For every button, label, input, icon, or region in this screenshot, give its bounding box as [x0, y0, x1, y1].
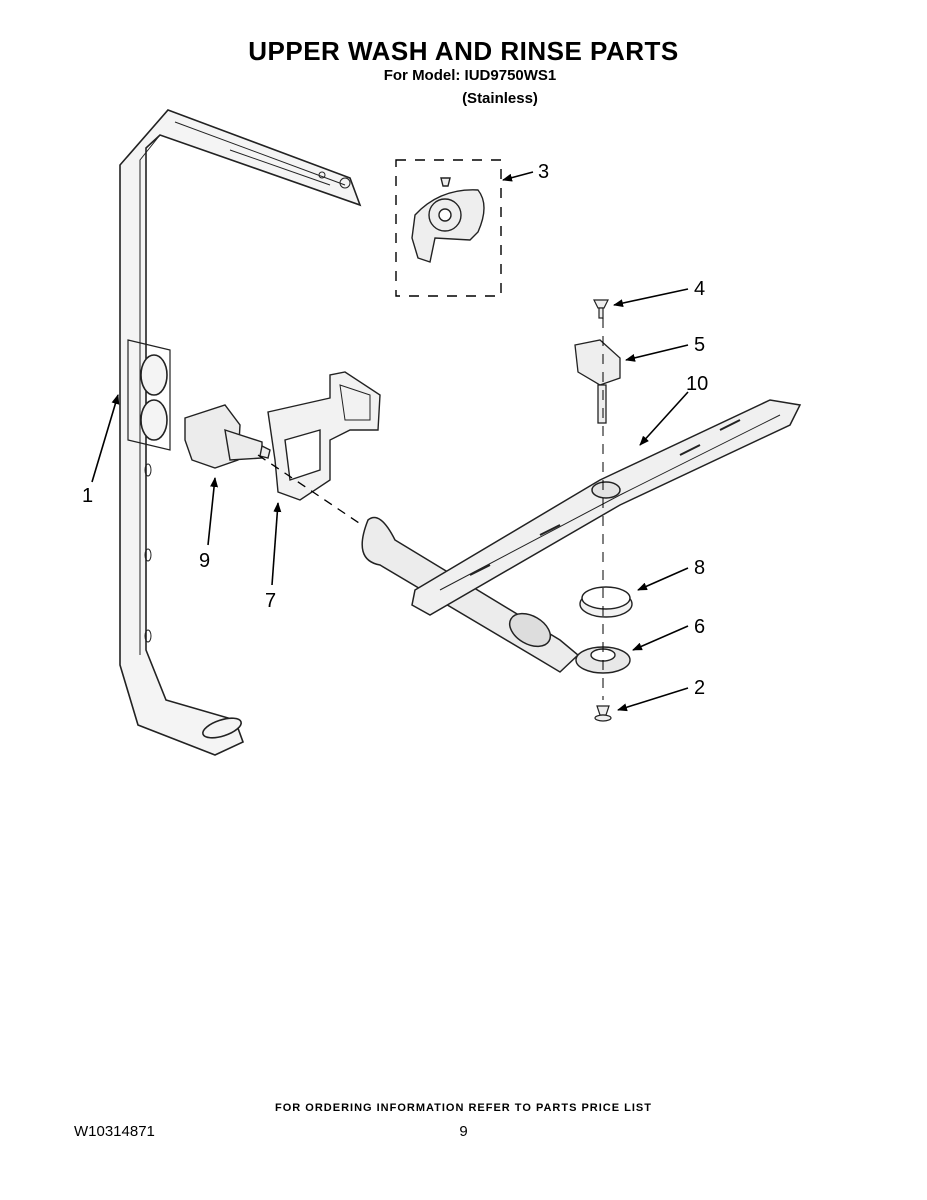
leader-8 — [637, 567, 689, 591]
page-title: UPPER WASH AND RINSE PARTS — [248, 36, 679, 66]
screw-part — [593, 299, 609, 319]
leader-4 — [613, 288, 689, 308]
leader-5 — [625, 344, 689, 362]
finish-line: (Stainless) — [462, 90, 538, 107]
bearing-ring-part — [579, 586, 633, 618]
page-number: 9 — [459, 1123, 468, 1140]
callout-3: 3 — [538, 161, 549, 183]
leader-1 — [91, 394, 120, 483]
spray-arm-part — [361, 399, 802, 673]
dashed-connector — [257, 454, 363, 526]
callout-6: 6 — [694, 616, 705, 638]
bottom-screw-part — [594, 705, 612, 722]
bracket-part — [267, 371, 381, 501]
leader-9 — [207, 477, 219, 546]
model-line: For Model: IUD9750WS1 — [383, 67, 557, 84]
callout-8: 8 — [694, 557, 705, 579]
document-number: W10314871 — [74, 1123, 155, 1140]
spray-nozzle-part — [411, 177, 485, 263]
callout-2: 2 — [694, 677, 705, 699]
callout-labels: 1 2 3 4 5 6 7 8 9 10 — [82, 161, 708, 699]
leader-3 — [502, 171, 534, 182]
leader-lines — [91, 171, 689, 712]
clip-part — [574, 339, 621, 424]
callout-7: 7 — [265, 590, 276, 612]
supply-tube-part — [119, 109, 362, 756]
callout-9: 9 — [199, 550, 210, 572]
leader-10 — [639, 391, 689, 446]
callout-1: 1 — [82, 485, 93, 507]
ordering-note: FOR ORDERING INFORMATION REFER TO PARTS … — [275, 1102, 652, 1114]
leader-2 — [617, 687, 689, 712]
callout-4: 4 — [694, 278, 705, 300]
dashed-detail-box — [395, 159, 502, 297]
callout-5: 5 — [694, 334, 705, 356]
callout-10: 10 — [686, 373, 708, 395]
leader-6 — [632, 625, 689, 651]
leader-7 — [271, 502, 282, 586]
diverter-part — [184, 404, 271, 469]
